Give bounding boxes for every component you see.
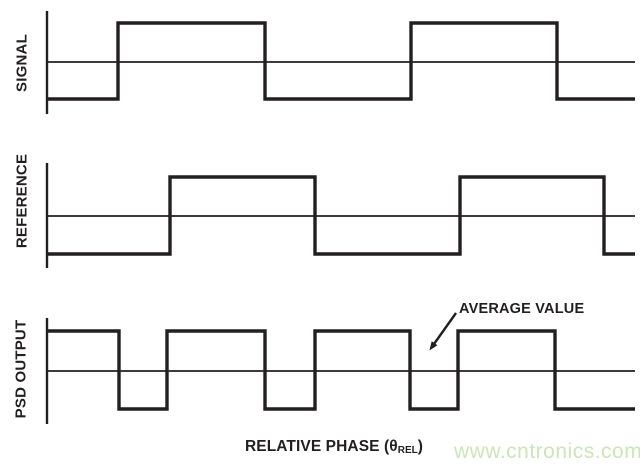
psd-output-waveform (47, 329, 635, 411)
psd-output-panel-label: PSD OUTPUT (12, 319, 30, 419)
average-value-arrow (429, 312, 457, 351)
reference-panel-label: REFERENCE (13, 153, 31, 249)
reference-waveform (47, 175, 635, 256)
x-axis-label-text: RELATIVE PHASE ( (244, 438, 390, 455)
x-axis-label: RELATIVE PHASE (θREL) (28, 438, 640, 456)
theta-symbol: θ (389, 438, 398, 455)
signal-panel-label: SIGNAL (13, 34, 31, 92)
x-axis-label-close-paren: ) (417, 438, 424, 455)
signal-waveform (47, 21, 635, 101)
watermark: www.cntronics.com (454, 440, 640, 463)
theta-subscript: REL (397, 445, 418, 456)
average-value-label: AVERAGE VALUE (459, 301, 585, 317)
